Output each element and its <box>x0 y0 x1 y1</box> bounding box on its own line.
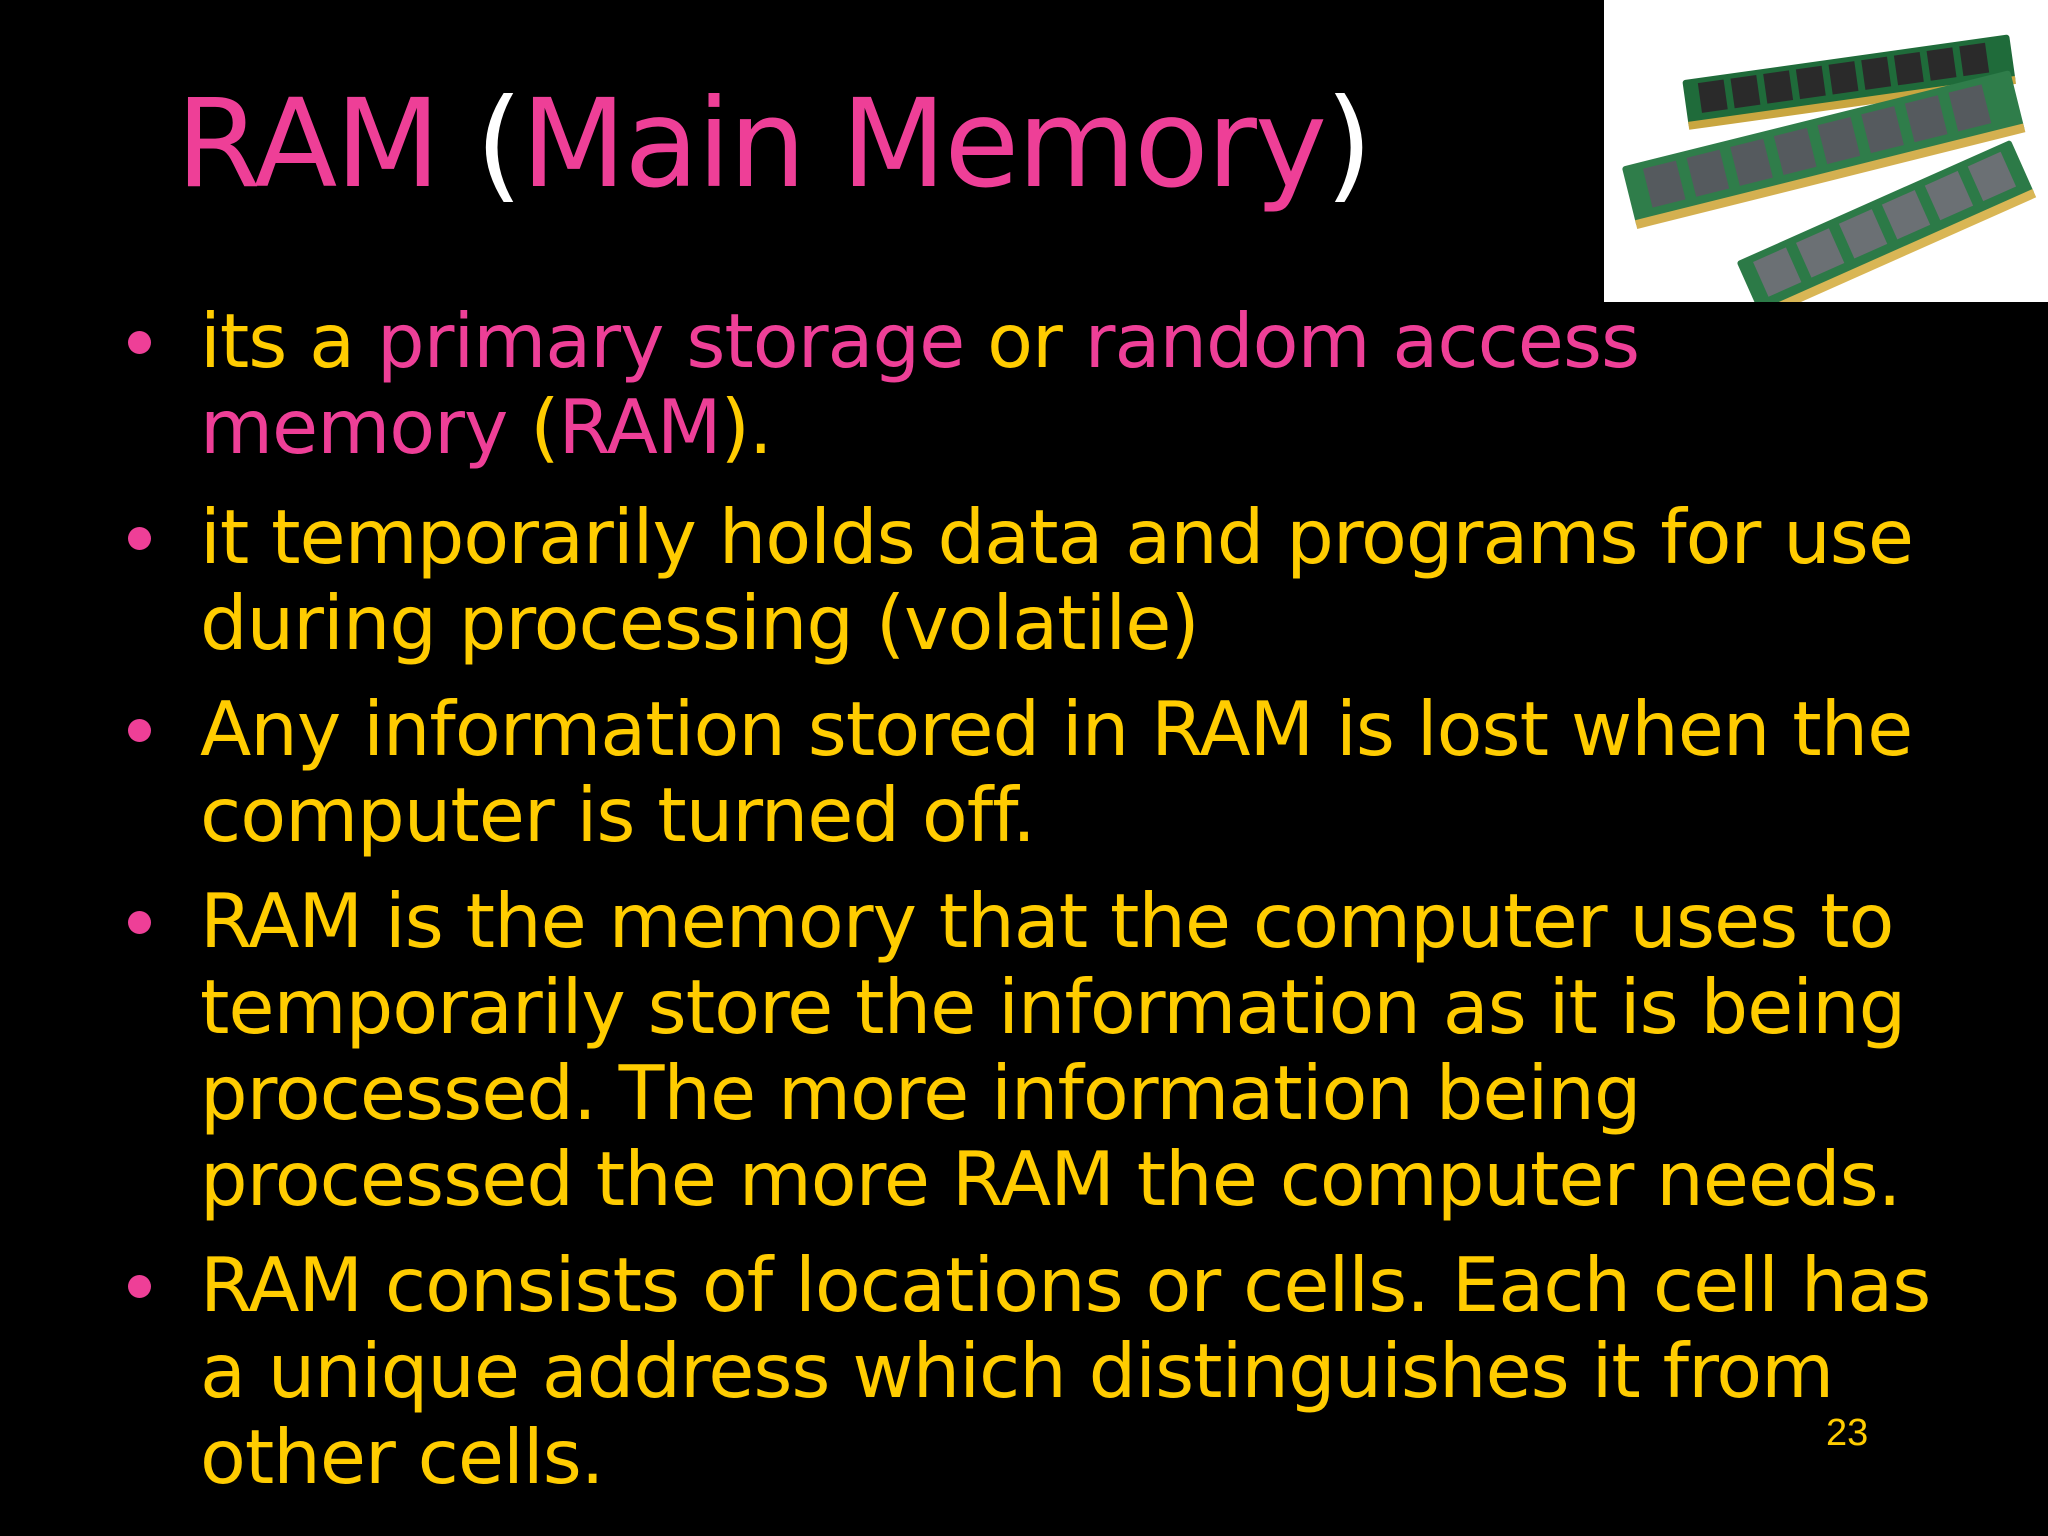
bullet-item: it temporarily holds data and programs f… <box>120 494 1960 666</box>
bullet-text: ( <box>530 383 559 471</box>
highlight-primary-storage: primary storage <box>376 297 965 385</box>
bullet-dot-icon <box>128 527 151 550</box>
bullet-dot-icon <box>128 719 151 742</box>
bullet-text: its a <box>200 297 377 385</box>
highlight-ram: RAM <box>558 383 721 471</box>
ram-modules-illustration <box>1622 34 2037 302</box>
bullet-dot-icon <box>128 1275 151 1298</box>
bullet-list: its a primary storage or random access m… <box>120 298 1960 1500</box>
ram-modules-image <box>1604 0 2048 302</box>
bullet-item: Any information stored in RAM is lost wh… <box>120 686 1960 858</box>
title-open-paren: ( <box>438 73 523 215</box>
bullet-text: RAM consists of locations or cells. Each… <box>200 1241 1931 1501</box>
bullet-text: or <box>964 297 1085 385</box>
bullet-text: Any information stored in RAM is lost wh… <box>200 685 1913 859</box>
title-main-memory: Main Memory <box>520 73 1327 215</box>
bullet-text: it temporarily holds data and programs f… <box>200 493 1914 667</box>
bullet-dot-icon <box>128 331 151 354</box>
bullet-text: ). <box>720 383 773 471</box>
bullet-text <box>507 383 530 471</box>
slide-title: RAM (Main Memory) <box>176 64 1373 224</box>
bullet-item: RAM is the memory that the computer uses… <box>120 878 1960 1222</box>
title-close-paren: ) <box>1325 73 1373 215</box>
highlight-random-access-memory: random access memory <box>200 297 1640 471</box>
title-ram: RAM <box>176 73 441 215</box>
bullet-text: RAM is the memory that the computer uses… <box>200 877 1906 1223</box>
bullet-item: its a primary storage or random access m… <box>120 298 1960 470</box>
page-number: 23 <box>1826 1412 1869 1454</box>
bullet-item: RAM consists of locations or cells. Each… <box>120 1242 1960 1500</box>
bullet-dot-icon <box>128 911 151 934</box>
